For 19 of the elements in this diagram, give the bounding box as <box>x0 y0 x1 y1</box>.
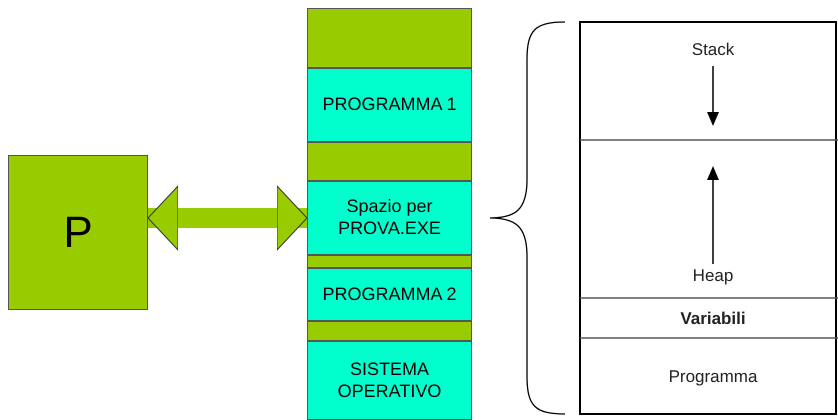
block-label: SISTEMA OPERATIVO <box>336 358 442 402</box>
memory-block <box>307 268 472 321</box>
memory-block <box>307 142 472 181</box>
memory-block <box>307 321 472 341</box>
double-arrow <box>148 186 308 250</box>
segment-label-text: Stack <box>692 40 734 60</box>
memory-block <box>307 255 472 268</box>
block-label: PROGRAMMA 1 <box>322 94 457 116</box>
process-box <box>8 155 148 310</box>
block-label: P <box>63 208 93 258</box>
segment-label-text: Programma <box>668 367 758 387</box>
block-label: Spazio per PROVA.EXE <box>337 196 442 240</box>
memory-block <box>307 341 472 420</box>
block-label: PROGRAMMA 2 <box>322 284 457 306</box>
segment-label-text: Variabili <box>680 309 746 329</box>
memory-block <box>307 181 472 255</box>
memory-block <box>307 68 472 142</box>
memory-block <box>307 8 472 68</box>
segment-label-text: Heap <box>692 266 734 286</box>
